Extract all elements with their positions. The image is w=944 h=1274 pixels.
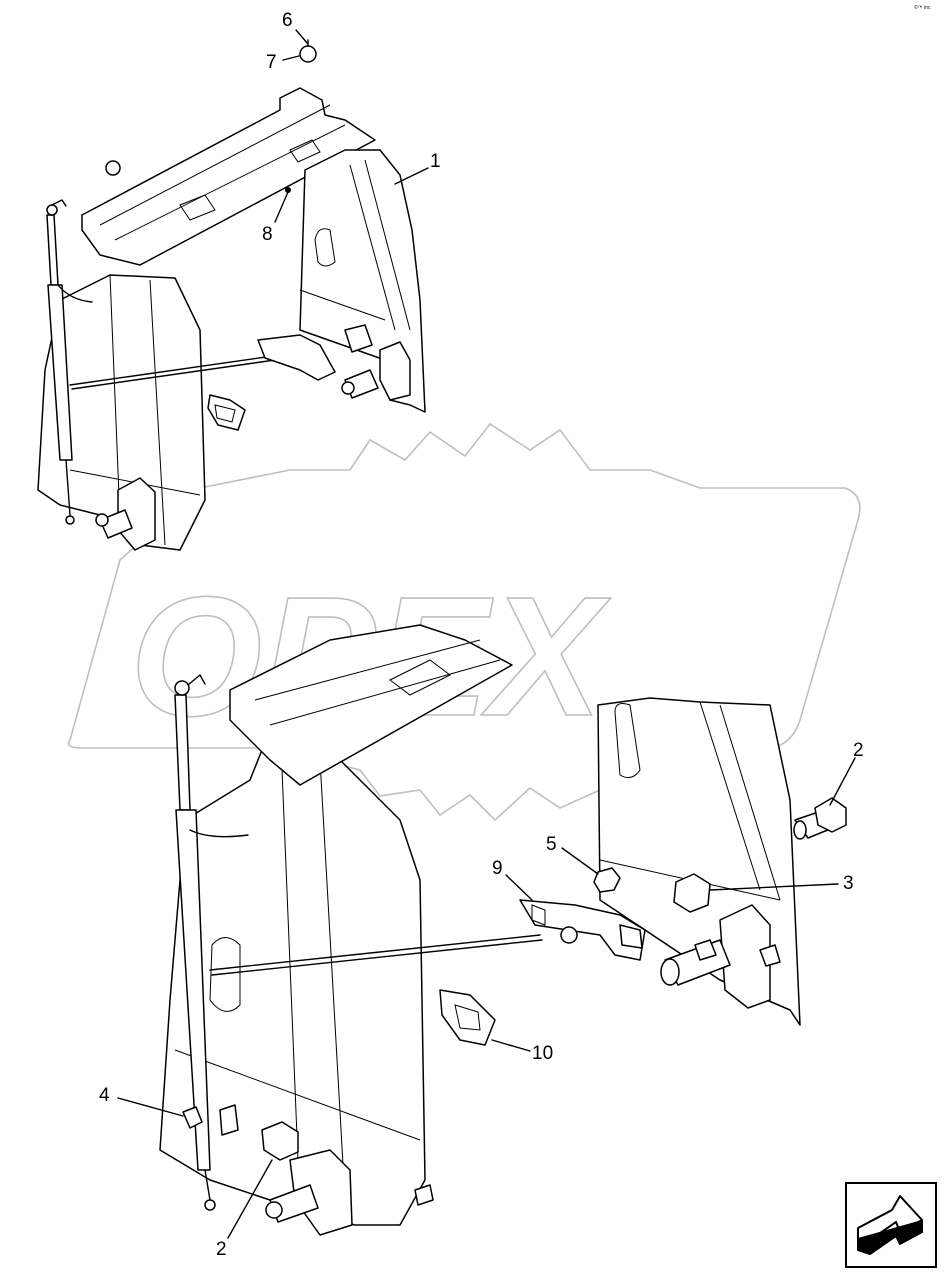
top-right-hinge-bracket (379, 341, 411, 401)
top-gas-strut (46, 214, 59, 286)
bottom-bracket (439, 989, 496, 1046)
leader-lines (117, 29, 856, 1239)
top-plug (285, 187, 291, 193)
top-assembly (37, 39, 426, 551)
callout-8: 8 (262, 224, 273, 245)
bottom-nut (593, 867, 621, 893)
top-latch-plate (257, 334, 336, 381)
bottom-assembly (159, 624, 847, 1236)
callout-10: 10 (532, 1043, 553, 1064)
callout-6: 6 (282, 10, 293, 31)
callout-3: 3 (843, 873, 854, 894)
callout-1: 1 (430, 151, 441, 172)
callout-5: 5 (546, 834, 557, 855)
callout-2-bottom: 2 (216, 1239, 227, 1260)
watermark-gear-icon (67, 422, 861, 822)
bottom-hex-bolt (261, 1121, 299, 1161)
callout-9: 9 (492, 858, 503, 879)
callouts: 1 8 6 7 2 3 5 9 10 4 2 (99, 10, 864, 1260)
bottom-right-hinge-bracket (719, 904, 771, 1009)
top-cable (69, 354, 281, 386)
callout-4: 4 (99, 1085, 110, 1106)
top-shelf (81, 87, 376, 266)
bottom-cable (209, 934, 541, 971)
top-left-side-panel (37, 274, 206, 551)
bottom-large-nut (673, 873, 711, 913)
corner-mark: ©™ inc (914, 4, 931, 11)
top-rubber-bumper (299, 45, 317, 63)
next-page-button[interactable] (845, 1182, 937, 1268)
callout-7: 7 (266, 52, 277, 73)
bottom-top-shelf (229, 624, 513, 786)
callout-2-right: 2 (853, 740, 864, 761)
bottom-latch-plate (519, 899, 646, 961)
